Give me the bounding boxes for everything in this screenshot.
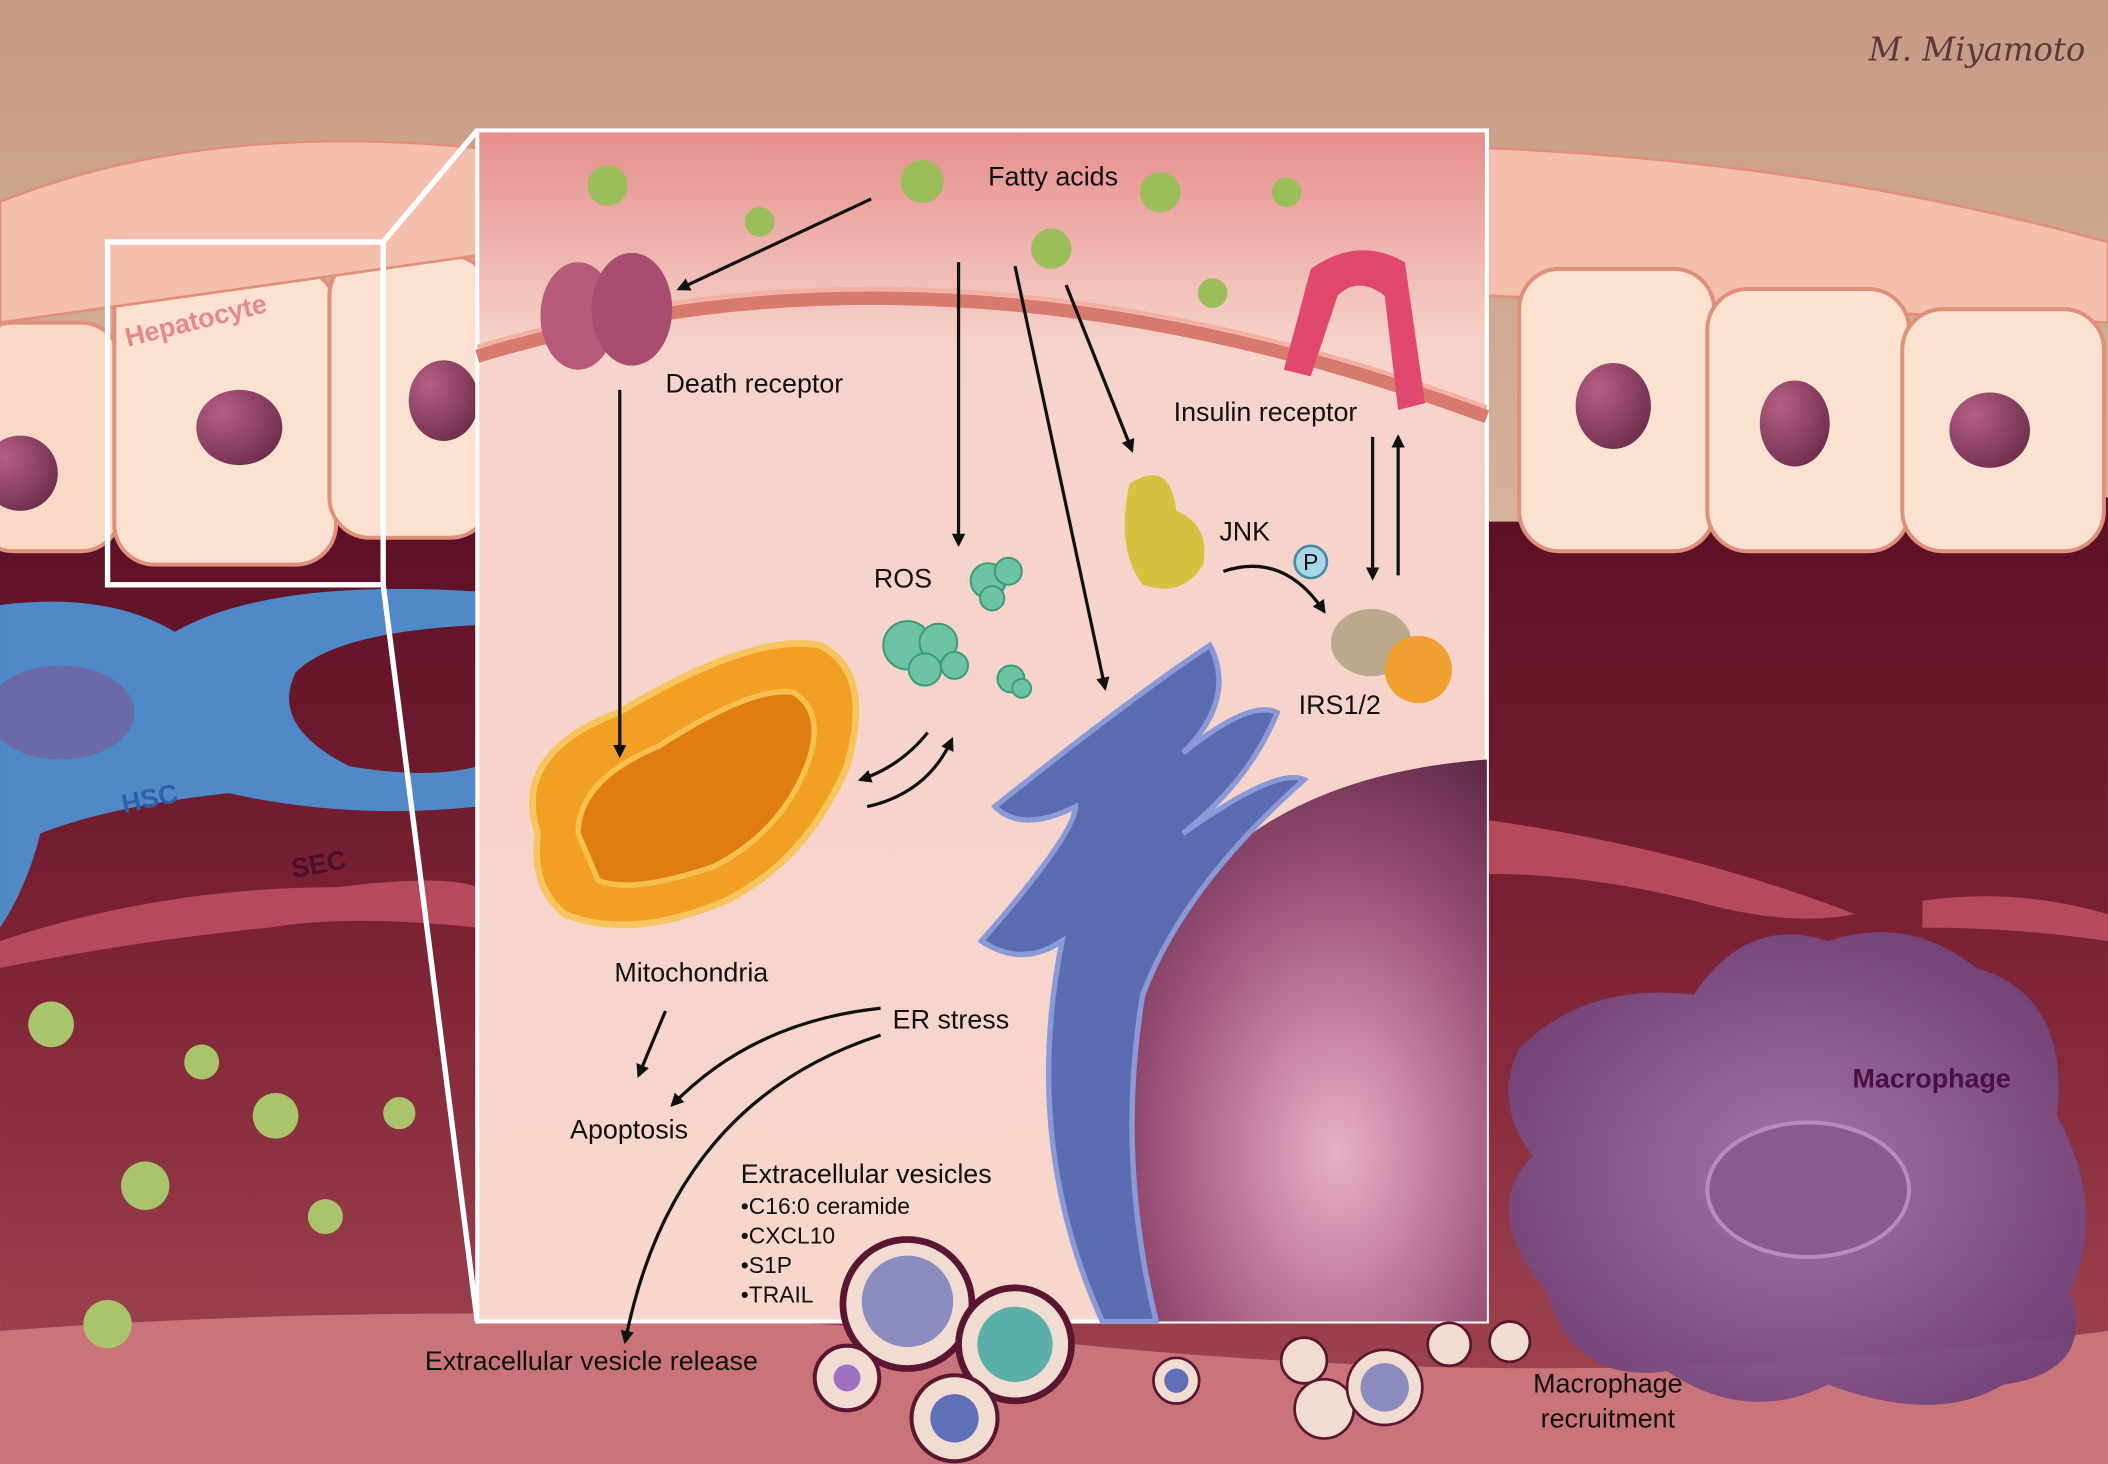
hepatocyte-row-right	[1485, 146, 2108, 554]
hepatocyte-row-left	[0, 139, 493, 567]
ev-item: •S1P	[741, 1252, 792, 1278]
jnk-label: JNK	[1219, 516, 1270, 546]
phospho-icon	[1293, 544, 1329, 580]
ros-label: ROS	[874, 563, 932, 593]
ros-molecules	[882, 556, 1033, 699]
zoom-region-box	[104, 239, 386, 588]
extracellular-vesicles	[812, 1236, 1532, 1464]
apoptosis-label: Apoptosis	[570, 1115, 688, 1145]
sec-cell-right	[1486, 820, 1856, 919]
mitochondrion	[529, 640, 860, 929]
ev-release-label: Extracellular vesicle release	[425, 1346, 758, 1376]
endoplasmic-reticulum	[977, 641, 1309, 1325]
macrophage-nucleus	[1705, 1120, 1912, 1259]
fatty-acids-label: Fatty acids	[988, 162, 1118, 192]
fatty-acid-molecules	[587, 159, 1302, 308]
inset-panel: P Fatty acids Death r	[475, 128, 1490, 1345]
artist-signature: M. Miyamoto	[1868, 30, 2086, 68]
jnk-protein	[1124, 475, 1205, 589]
irs-label: IRS1/2	[1299, 690, 1381, 720]
irs-protein	[1330, 608, 1452, 704]
er-stress-label: ER stress	[893, 1004, 1009, 1034]
ev-item: •TRAIL	[741, 1282, 814, 1308]
sec-cell	[0, 880, 478, 968]
insulin-receptor-label: Insulin receptor	[1174, 397, 1358, 427]
fatty-acids-vessel	[28, 1001, 416, 1349]
hepatic-stellate-cell	[0, 588, 478, 928]
ev-title: Extracellular vesicles	[741, 1159, 992, 1189]
insulin-receptor-protein	[1283, 250, 1426, 411]
ev-item: •C16:0 ceramide	[741, 1193, 910, 1219]
macrophage-label: Macrophage	[1853, 1064, 2011, 1094]
macrophage-recruitment-label: recruitment	[1541, 1404, 1676, 1434]
nucleus	[1111, 759, 1487, 1322]
ev-item: •CXCL10	[741, 1223, 835, 1249]
mitochondria-label: Mitochondria	[614, 957, 768, 987]
hepatocyte-nucleus	[196, 389, 283, 466]
phospho-label: P	[1303, 549, 1318, 575]
death-receptor-protein	[540, 252, 673, 370]
death-receptor-label: Death receptor	[665, 369, 843, 399]
macrophage-recruitment-label: Macrophage	[1533, 1369, 1682, 1399]
